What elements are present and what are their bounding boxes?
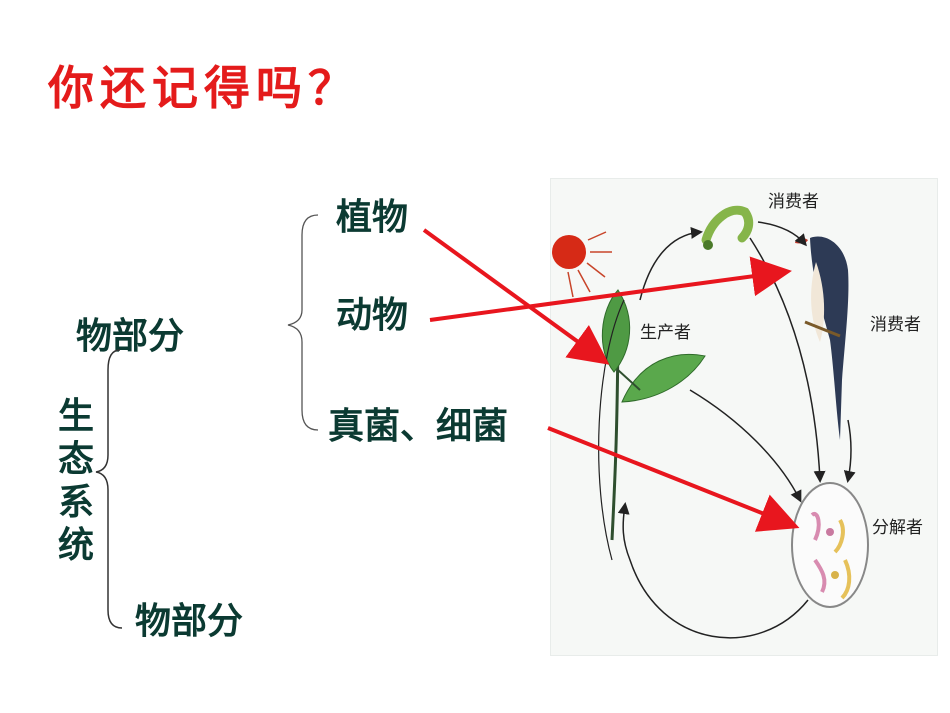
- cycle-arrow-caterpillar-to-bird: [757, 221, 807, 247]
- producer-label: 生产者: [640, 323, 691, 343]
- ecosystem-vertical-label: 生 态 系 统: [58, 395, 98, 567]
- arrow-animals-to-consumer: [429, 256, 792, 322]
- top-part-label: 物部分: [76, 316, 185, 357]
- vertical-char: 生: [58, 396, 95, 437]
- animals-label: 动物: [336, 295, 409, 336]
- plants-label: 植物: [336, 197, 409, 238]
- vertical-char: 态: [58, 439, 95, 480]
- bird-icon: [795, 236, 849, 440]
- cycle-arrow-decomposer-to-plant: [617, 502, 809, 639]
- plant-icon: [601, 289, 706, 541]
- fungi-bacteria-label: 真菌、细菌: [328, 406, 509, 447]
- left-bracket: [95, 349, 123, 629]
- consumer-right-label: 消费者: [870, 315, 921, 335]
- sun-icon: [552, 231, 612, 298]
- caterpillar-icon: [701, 205, 754, 250]
- decomposer-icon: [791, 482, 869, 608]
- cycle-arrow-outer-left: [598, 299, 625, 561]
- page-title: 你还记得吗？: [48, 61, 360, 115]
- ecosystem-illustration: [550, 178, 938, 656]
- bottom-part-label: 物部分: [135, 601, 244, 642]
- middle-bracket: [287, 214, 319, 431]
- vertical-char: 系: [58, 482, 95, 523]
- consumer-top-label: 消费者: [768, 192, 819, 212]
- vertical-char: 统: [58, 525, 95, 566]
- cycle-arrow-bird-to-decomposer: [843, 419, 856, 483]
- cycle-arrow-plant-to-decomposer: [689, 389, 802, 503]
- decomposer-label: 分解者: [872, 518, 923, 538]
- cycle-arrow-plant-to-caterpillar: [639, 226, 703, 301]
- arrow-plants-to-producer: [422, 228, 610, 365]
- arrow-fungi-to-decomposer: [547, 426, 800, 532]
